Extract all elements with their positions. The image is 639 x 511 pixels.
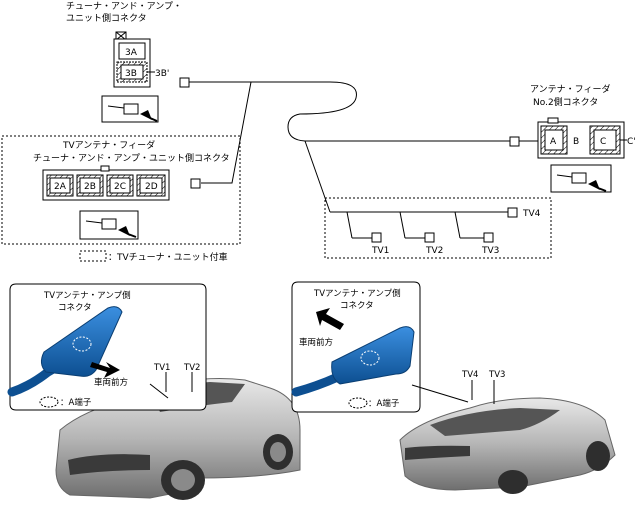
no2-feeder-connector-group: アンテナ・フィーダ No.2側コネクタ A B C C' xyxy=(530,83,636,193)
tv-feeder-connector-group: TVアンテナ・フィーダ チューナ・アンド・アンプ・ユニット側コネクタ 2A 2B… xyxy=(33,139,230,240)
plug-icon xyxy=(550,164,612,193)
term-C-label: C xyxy=(600,137,606,147)
right-car-tv4-label: TV4 xyxy=(461,370,478,380)
right-connector-illustration xyxy=(291,326,415,397)
tuner-option-dashed-box xyxy=(1,135,241,245)
plug-icon xyxy=(101,95,159,123)
term-2D-label: 2D xyxy=(145,182,158,192)
legend-dashed-swatch xyxy=(79,250,107,262)
tuner-connector-title-line1: チューナ・アンド・アンプ・ xyxy=(66,1,182,12)
tuner-connector-title-line2: ユニット側コネクタ xyxy=(66,12,147,24)
term-2A-label: 2A xyxy=(54,182,67,192)
left-car-tv2-label: TV2 xyxy=(183,363,200,373)
no2-feeder-title-line1: アンテナ・フィーダ xyxy=(530,83,610,95)
tuner-connector-shape xyxy=(113,31,151,88)
left-legend-label: ：A端子 xyxy=(60,397,92,408)
left-detail-title-line1: TVアンテナ・アンプ側 xyxy=(43,290,131,301)
left-detail-title-line2: コネクタ xyxy=(58,303,92,313)
plug-icon xyxy=(79,210,139,240)
tv3-label: TV3 xyxy=(481,246,499,256)
legend-a-terminal-swatch xyxy=(348,397,368,409)
right-legend-label: ：A端子 xyxy=(368,398,400,409)
right-detail-callout: TVアンテナ・アンプ側 コネクタ 車両前方 ：A端子 xyxy=(291,281,469,413)
right-car-illustration xyxy=(399,397,616,494)
tv2-label: TV2 xyxy=(425,246,443,256)
term-3A-label: 3A xyxy=(125,48,138,58)
right-car-tv3-label: TV3 xyxy=(488,370,505,380)
right-direction-label: 車両前方 xyxy=(299,337,333,348)
tv-feeder-title-line2: チューナ・アンド・アンプ・ユニット側コネクタ xyxy=(33,152,230,164)
term-2B-label: 2B xyxy=(84,182,96,192)
term-3B-prime-label: 3B' xyxy=(155,69,169,79)
front-arrow-icon xyxy=(90,362,120,378)
right-detail-title-line2: コネクタ xyxy=(340,301,374,311)
tv-antenna-harness xyxy=(330,207,518,243)
legend-a-terminal-swatch xyxy=(39,396,59,408)
term-3B-label: 3B xyxy=(125,69,137,79)
wiring-harness xyxy=(179,77,538,213)
left-connector-illustration xyxy=(7,306,123,397)
right-detail-title-line1: TVアンテナ・アンプ側 xyxy=(313,288,401,299)
term-2C-label: 2C xyxy=(114,182,126,192)
term-A-label: A xyxy=(550,137,557,147)
tv4-label: TV4 xyxy=(522,209,541,219)
tv-antenna-dashed-box xyxy=(324,197,552,259)
front-arrow-icon xyxy=(316,308,344,330)
left-detail-callout: TVアンテナ・アンプ側 コネクタ 車両前方 ：A端子 xyxy=(7,283,207,411)
left-direction-label: 車両前方 xyxy=(94,377,128,388)
term-B-label: B xyxy=(573,137,579,147)
term-C-prime-label: C' xyxy=(627,137,636,147)
legend-dashed-label: ：TVチューナ・ユニット付車 xyxy=(108,251,228,263)
tv1-label: TV1 xyxy=(371,246,389,256)
tuner-unit-connector-group: チューナ・アンド・アンプ・ ユニット側コネクタ 3A 3B 3B' xyxy=(66,1,182,123)
left-car-tv1-label: TV1 xyxy=(153,363,170,373)
no2-feeder-title-line2: No.2側コネクタ xyxy=(533,96,598,108)
tv-feeder-title-line1: TVアンテナ・フィーダ xyxy=(62,139,155,151)
